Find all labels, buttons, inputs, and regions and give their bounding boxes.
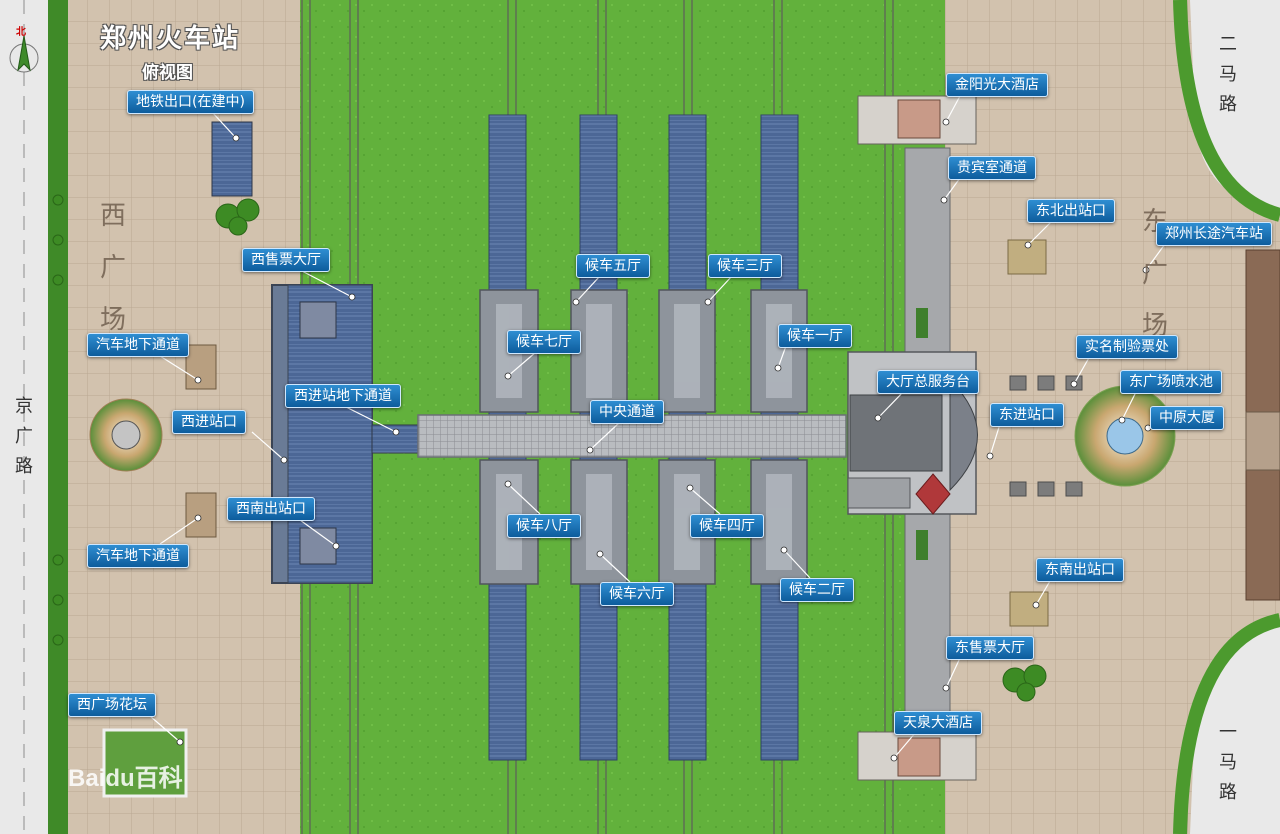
callout-service-desk[interactable]: 大厅总服务台 (877, 370, 979, 394)
callout-vip-passage[interactable]: 贵宾室通道 (948, 156, 1036, 180)
callout-hotel-jinyang[interactable]: 金阳光大酒店 (946, 73, 1048, 97)
callout-realname-check[interactable]: 实名制验票处 (1076, 335, 1178, 359)
callout-bus-tunnel-south[interactable]: 汽车地下通道 (87, 544, 189, 568)
callout-southwest-exit[interactable]: 西南出站口 (227, 497, 315, 521)
callout-waiting-6[interactable]: 候车六厅 (600, 582, 674, 606)
north-label: 北 (16, 27, 26, 38)
southeast-exit-structure (1009, 591, 1049, 627)
bus-tunnel-south-stairs (185, 492, 217, 538)
trees (52, 194, 1047, 702)
callout-waiting-7[interactable]: 候车七厅 (507, 330, 581, 354)
callout-zhongyuan-tower[interactable]: 中原大厦 (1150, 406, 1224, 430)
callout-west-entrance-tunnel[interactable]: 西进站地下通道 (285, 384, 401, 408)
road-label-west: 京广路 (15, 396, 33, 477)
callout-waiting-1[interactable]: 候车一厅 (778, 324, 852, 348)
callout-waiting-3[interactable]: 候车三厅 (708, 254, 782, 278)
baidu-watermark: Baidu百科 (68, 765, 183, 792)
west-flowerbed-shape (102, 728, 188, 798)
zhongyuan-building (1245, 411, 1280, 471)
callout-southeast-exit[interactable]: 东南出站口 (1036, 558, 1124, 582)
callout-waiting-4[interactable]: 候车四厅 (690, 514, 764, 538)
callout-bus-tunnel-north[interactable]: 汽车地下通道 (87, 333, 189, 357)
callout-dots (176, 118, 1152, 762)
callout-west-ticket-hall[interactable]: 西售票大厅 (242, 248, 330, 272)
callout-west-entrance[interactable]: 西进站口 (172, 410, 246, 434)
callout-central-passage[interactable]: 中央通道 (590, 400, 664, 424)
callout-waiting-2[interactable]: 候车二厅 (780, 578, 854, 602)
east-plaza-label: 东广场 (1141, 207, 1168, 341)
callout-east-entrance[interactable]: 东进站口 (990, 403, 1064, 427)
callout-metro-exit[interactable]: 地铁出口(在建中) (127, 90, 254, 114)
callout-leaders (149, 95, 1166, 759)
map-title: 郑州火车站 (100, 24, 241, 54)
callout-east-ticket-hall[interactable]: 东售票大厅 (946, 636, 1034, 660)
north-arrow-icon (9, 35, 39, 73)
callout-waiting-5[interactable]: 候车五厅 (576, 254, 650, 278)
callout-east-fountain[interactable]: 东广场喷水池 (1120, 370, 1222, 394)
west-hedge (48, 0, 68, 834)
callout-coach-station[interactable]: 郑州长途汽车站 (1156, 222, 1272, 246)
callout-waiting-8[interactable]: 候车八厅 (507, 514, 581, 538)
west-plaza-label: 西广场 (99, 201, 126, 335)
callout-hotel-tianquan[interactable]: 天泉大酒店 (894, 711, 982, 735)
road-label-east-south: 一马路 (1219, 722, 1237, 803)
callout-west-flowerbed[interactable]: 西广场花坛 (68, 693, 156, 717)
callout-northeast-exit[interactable]: 东北出站口 (1027, 199, 1115, 223)
bus-tunnel-north-stairs (185, 344, 217, 390)
road-label-east-north: 二马路 (1219, 34, 1237, 115)
map-subtitle: 俯视图 (142, 63, 193, 83)
